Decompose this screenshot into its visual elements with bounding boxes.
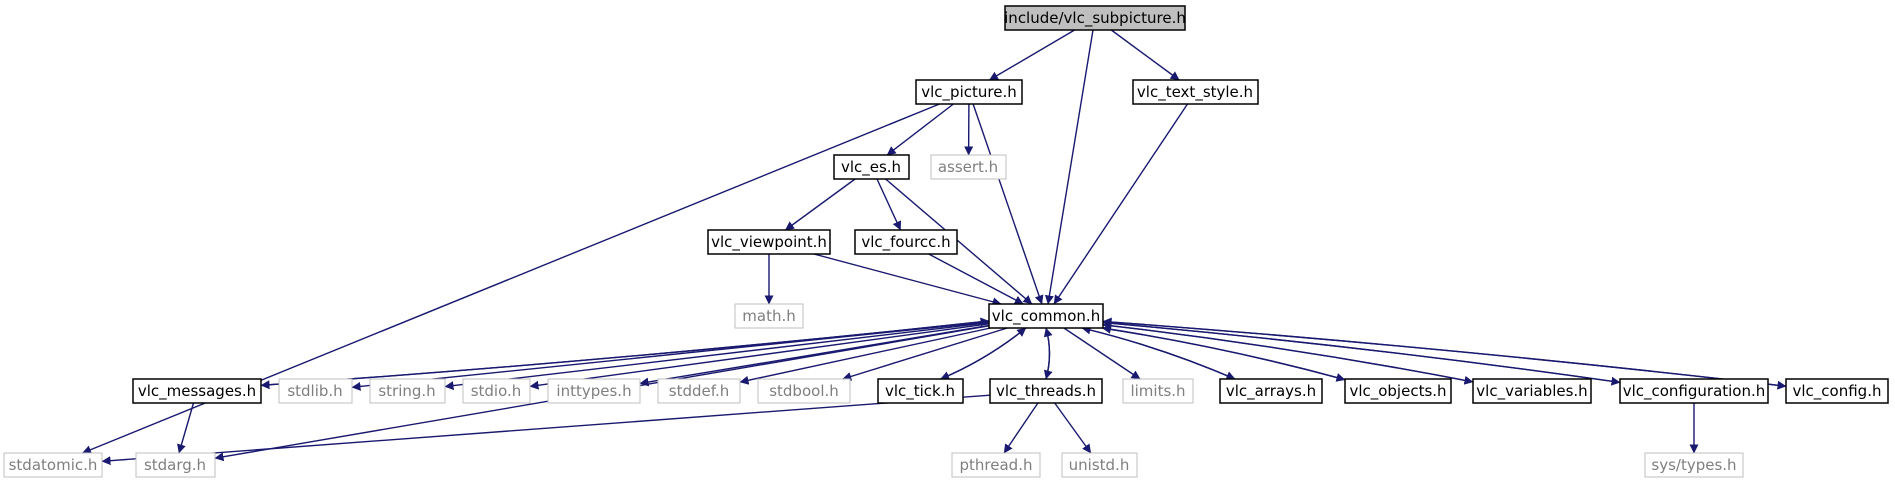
node-vlc-variables-h[interactable]: vlc_variables.h (1472, 378, 1592, 404)
node-vlc-configuration-h[interactable]: vlc_configuration.h (1619, 378, 1769, 404)
svg-text:unistd.h: unistd.h (1069, 456, 1130, 474)
edge-vlc-common-to-vlc-messages (260, 320, 990, 390)
svg-text:vlc_picture.h: vlc_picture.h (921, 83, 1016, 102)
graph-nodes: include/vlc_subpicture.h vlc_picture.h v… (3, 5, 1889, 478)
node-vlc-arrays-h[interactable]: vlc_arrays.h (1219, 378, 1323, 404)
edge-vlc-config-to-vlc-common (1102, 317, 1787, 387)
edge-vlc-threads-to-pthread (1003, 402, 1039, 454)
svg-text:vlc_tick.h: vlc_tick.h (885, 382, 955, 401)
svg-text:stdatomic.h: stdatomic.h (9, 456, 98, 474)
node-string-h[interactable]: string.h (369, 378, 446, 404)
svg-text:include/vlc_subpicture.h: include/vlc_subpicture.h (1004, 9, 1186, 28)
edge-vlc-common-to-string (444, 322, 990, 391)
node-vlc-common-h[interactable]: vlc_common.h (988, 303, 1104, 329)
node-stdatomic-h[interactable]: stdatomic.h (3, 452, 103, 478)
edge-vlc-threads-to-stdatomic (101, 394, 991, 466)
node-pthread-h[interactable]: pthread.h (951, 452, 1041, 478)
edge-vlc-viewpoint-to-vlc-common (813, 253, 1002, 307)
edge-vlc-common-to-stdbool (842, 327, 1008, 381)
node-vlc-fourcc-h[interactable]: vlc_fourcc.h (854, 229, 958, 255)
edge-vlc-tick-to-vlc-common (940, 327, 1027, 380)
svg-text:stdio.h: stdio.h (471, 382, 522, 400)
edge-vlc-common-to-vlc-arrays (1081, 327, 1236, 380)
edge-vlc-configuration-to-vlc-common (1102, 318, 1621, 384)
svg-text:vlc_es.h: vlc_es.h (841, 158, 901, 177)
svg-text:assert.h: assert.h (938, 158, 998, 176)
svg-text:stddef.h: stddef.h (669, 382, 729, 400)
edge-vlc-common-to-stddef (739, 327, 991, 385)
svg-text:vlc_common.h: vlc_common.h (992, 307, 1100, 326)
svg-text:vlc_viewpoint.h: vlc_viewpoint.h (711, 233, 827, 252)
svg-text:stdlib.h: stdlib.h (287, 382, 342, 400)
svg-text:math.h: math.h (742, 307, 795, 325)
edge-vlc-text-style-to-vlc-common (1053, 103, 1189, 305)
node-sys-types-h[interactable]: sys/types.h (1644, 452, 1744, 478)
node-vlc-subpicture-h[interactable]: include/vlc_subpicture.h (1004, 5, 1186, 31)
svg-text:vlc_config.h: vlc_config.h (1793, 382, 1882, 401)
node-vlc-picture-h[interactable]: vlc_picture.h (915, 79, 1023, 105)
node-unistd-h[interactable]: unistd.h (1061, 452, 1138, 478)
edge-vlc-threads-to-vlc-common (1043, 327, 1053, 380)
edge-vlc-es-to-vlc-viewpoint (784, 178, 856, 231)
edge-vlc-es-to-vlc-common (885, 178, 1033, 305)
edge-vlc-objects-to-vlc-common (1101, 324, 1346, 381)
node-inttypes-h[interactable]: inttypes.h (547, 378, 641, 404)
node-vlc-text-style-h[interactable]: vlc_text_style.h (1132, 79, 1259, 105)
node-stdbool-h[interactable]: stdbool.h (757, 378, 851, 404)
edge-vlc-common-to-limits (1063, 327, 1141, 380)
node-stdio-h[interactable]: stdio.h (462, 378, 531, 404)
svg-text:stdbool.h: stdbool.h (769, 382, 839, 400)
node-stdlib-h[interactable]: stdlib.h (278, 378, 353, 404)
svg-text:vlc_threads.h: vlc_threads.h (996, 382, 1096, 401)
node-limits-h[interactable]: limits.h (1122, 378, 1194, 404)
node-assert-h[interactable]: assert.h (930, 154, 1007, 180)
node-vlc-viewpoint-h[interactable]: vlc_viewpoint.h (707, 229, 831, 255)
graph-edges (82, 29, 1787, 466)
edge-vlc-common-to-stdio (529, 323, 990, 390)
edge-root-to-vlc-picture (989, 29, 1075, 81)
edge-vlc-messages-to-stdarg (177, 402, 195, 454)
edge-vlc-picture-to-vlc-common (972, 103, 1044, 305)
svg-text:vlc_messages.h: vlc_messages.h (138, 382, 256, 401)
edge-vlc-fourcc-to-vlc-common (928, 253, 1024, 305)
node-vlc-tick-h[interactable]: vlc_tick.h (877, 378, 964, 404)
edge-root-to-vlc-common (1044, 29, 1094, 305)
svg-text:string.h: string.h (378, 382, 435, 400)
svg-text:vlc_configuration.h: vlc_configuration.h (1623, 382, 1766, 401)
edge-vlc-arrays-to-vlc-common (1081, 325, 1236, 380)
node-stdarg-h[interactable]: stdarg.h (135, 452, 216, 478)
edge-vlc-messages-to-vlc-common (260, 317, 990, 386)
svg-text:pthread.h: pthread.h (960, 456, 1033, 474)
svg-text:vlc_text_style.h: vlc_text_style.h (1137, 83, 1253, 102)
edge-root-to-vlc-text-style (1110, 29, 1180, 81)
edge-vlc-es-to-vlc-fourcc (876, 178, 902, 231)
node-stddef-h[interactable]: stddef.h (657, 378, 741, 404)
svg-text:inttypes.h: inttypes.h (556, 382, 631, 400)
node-vlc-config-h[interactable]: vlc_config.h (1785, 378, 1889, 404)
node-math-h[interactable]: math.h (734, 303, 804, 329)
edge-vlc-threads-to-unistd (1054, 402, 1092, 454)
svg-text:vlc_arrays.h: vlc_arrays.h (1226, 382, 1316, 401)
svg-text:sys/types.h: sys/types.h (1651, 456, 1736, 474)
edge-vlc-common-to-vlc-configuration (1102, 321, 1621, 386)
edge-vlc-common-to-vlc-objects (1102, 327, 1346, 382)
svg-text:vlc_variables.h: vlc_variables.h (1476, 382, 1587, 401)
edge-vlc-variables-to-vlc-common (1102, 321, 1474, 383)
node-vlc-threads-h[interactable]: vlc_threads.h (989, 378, 1103, 404)
node-vlc-es-h[interactable]: vlc_es.h (833, 154, 910, 180)
svg-text:stdarg.h: stdarg.h (144, 456, 206, 474)
svg-text:vlc_fourcc.h: vlc_fourcc.h (861, 233, 950, 252)
svg-text:limits.h: limits.h (1130, 382, 1185, 400)
node-vlc-objects-h[interactable]: vlc_objects.h (1344, 378, 1452, 404)
node-vlc-messages-h[interactable]: vlc_messages.h (132, 378, 262, 404)
edge-vlc-picture-to-vlc-es (886, 103, 954, 156)
svg-text:vlc_objects.h: vlc_objects.h (1349, 382, 1446, 401)
edge-vlc-common-to-vlc-variables (1102, 324, 1474, 385)
